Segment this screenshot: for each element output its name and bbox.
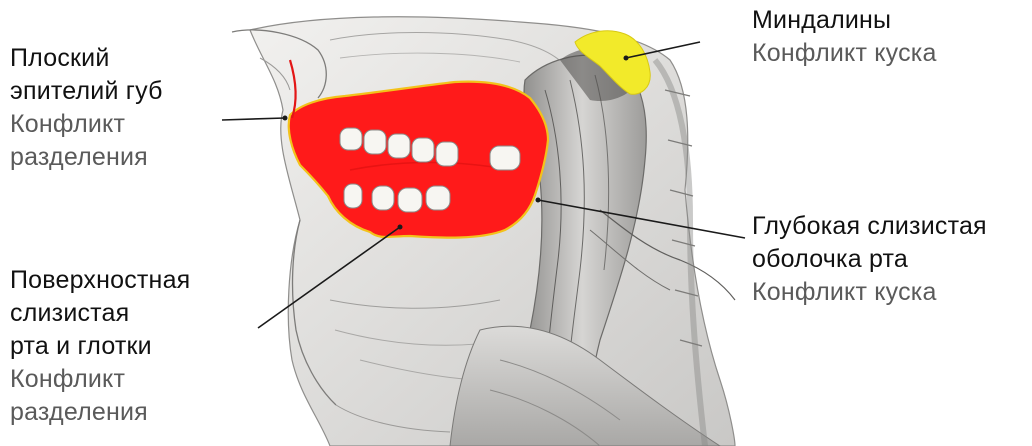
label-lip-epithelium: Плоский эпителий губ Конфликт разделения <box>10 42 163 174</box>
lip-epithelium-name-line1: Плоский <box>10 42 163 75</box>
deep-mucosa-name-line2: оболочка рта <box>752 243 987 276</box>
surface-mucosa-conflict-line1: Конфликт <box>10 363 190 396</box>
tonsils-name: Миндалины <box>752 4 937 37</box>
lip-epithelium-conflict-line1: Конфликт <box>10 108 163 141</box>
deep-mucosa-name-line1: Глубокая слизистая <box>752 210 987 243</box>
lip-epithelium-conflict-line2: разделения <box>10 141 163 174</box>
label-deep-mucosa: Глубокая слизистая оболочка рта Конфликт… <box>752 210 987 309</box>
label-tonsils: Миндалины Конфликт куска <box>752 4 937 70</box>
deep-mucosa-conflict: Конфликт куска <box>752 276 987 309</box>
label-surface-mucosa: Поверхностная слизистая рта и глотки Кон… <box>10 264 190 429</box>
surface-mucosa-conflict-line2: разделения <box>10 396 190 429</box>
surface-mucosa-name-line1: Поверхностная <box>10 264 190 297</box>
lip-epithelium-name-line2: эпителий губ <box>10 75 163 108</box>
surface-mucosa-name-line2: слизистая <box>10 297 190 330</box>
leader-line-lips <box>222 118 285 120</box>
tonsils-conflict: Конфликт куска <box>752 37 937 70</box>
surface-mucosa-name-line3: рта и глотки <box>10 330 190 363</box>
